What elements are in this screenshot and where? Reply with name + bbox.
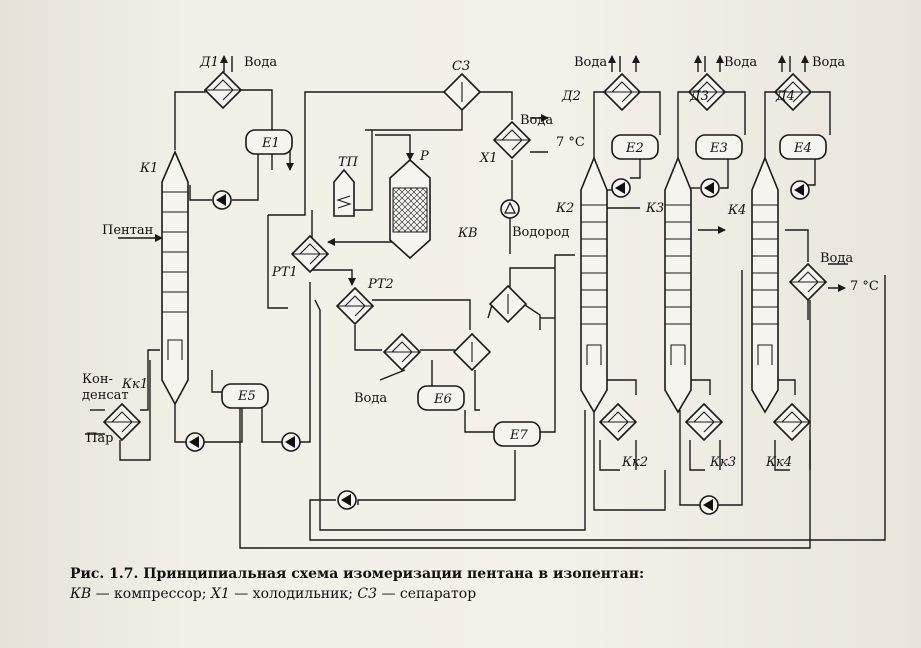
cooler-x1 [492, 120, 532, 160]
caption-x1-abbr: Х1 [210, 586, 230, 602]
column-k2 [580, 155, 608, 414]
label-t7-k4: 7 °С [850, 279, 879, 294]
label-k3: К3 [645, 201, 664, 216]
reboiler-kk2 [598, 402, 638, 442]
label-e2: Е2 [625, 141, 644, 156]
pump-k4 [790, 180, 810, 200]
heat-exchanger-k4-cooler [788, 262, 828, 302]
label-k2: К2 [555, 201, 574, 216]
vessel-e7 [493, 421, 541, 447]
heat-exchanger-rt2 [335, 286, 375, 326]
caption-c3-abbr: С3 [357, 586, 378, 602]
caption-kv-text: — компрессор; [91, 586, 211, 602]
label-voda-x1: Вода [520, 113, 553, 128]
separator-middle [452, 332, 492, 372]
equipment [102, 70, 828, 515]
label-e3: Е3 [709, 141, 728, 156]
heat-exchanger-d2 [602, 72, 642, 112]
vessel-e2 [611, 134, 659, 160]
label-d3: Д3 [689, 89, 709, 104]
pump-e5 [281, 432, 301, 452]
caption-legend: КВ — компрессор; Х1 — холодильник; С3 — … [70, 586, 830, 602]
column-k3 [664, 155, 692, 414]
label-e4: Е4 [793, 141, 812, 156]
pump-e7 [337, 490, 357, 510]
label-t7-x1: 7 °С [556, 135, 585, 150]
label-d1: Д1 [199, 55, 219, 70]
reboiler-kk1 [102, 402, 142, 442]
label-voda-cooler: Вода [354, 391, 387, 406]
caption-c3-text: — сепаратор [377, 586, 477, 602]
caption-x1-text: — холодильник; [229, 586, 358, 602]
furnace-tp [333, 168, 355, 217]
compressor-kv [500, 199, 520, 219]
label-voda-d4: Вода [812, 55, 845, 70]
label-e1: Е1 [261, 136, 280, 151]
figure-caption: Рис. 1.7. Принципиальная схема изомериза… [70, 566, 830, 602]
vessel-e3 [695, 134, 743, 160]
vessel-e4 [779, 134, 827, 160]
label-k4: К4 [727, 203, 746, 218]
heat-exchanger-d3 [687, 72, 727, 112]
heat-exchanger-d4 [773, 72, 813, 112]
reboiler-kk3 [684, 402, 724, 442]
label-kv: КВ [457, 226, 478, 241]
label-kk1: Кк1 [121, 377, 148, 392]
label-pentan: Пентан [102, 223, 153, 238]
label-k1: К1 [139, 161, 158, 176]
label-kk4: Кк4 [765, 455, 792, 470]
labels: Д1 Вода С3 Е1 К1 ТП Р Вода 7 °С Х1 КВ Во… [82, 55, 879, 470]
label-voda-k4: Вода [820, 251, 853, 266]
label-d2: Д2 [561, 89, 581, 104]
label-rt2: РТ2 [367, 277, 394, 292]
reboiler-kk4 [772, 402, 812, 442]
heat-exchanger-d1 [203, 70, 243, 110]
label-e5: Е5 [237, 389, 256, 404]
label-voda-d3: Вода [724, 55, 757, 70]
label-d4: Д4 [775, 89, 795, 104]
label-kk3: Кк3 [709, 455, 736, 470]
caption-title: Рис. 1.7. Принципиальная схема изомериза… [70, 566, 645, 582]
pump-k1-bottom [185, 432, 205, 452]
label-vodorod: Водород [512, 225, 569, 240]
column-k4 [751, 155, 779, 414]
pump-k1-reflux [212, 190, 232, 210]
separator-c3 [442, 72, 482, 112]
label-kk2: Кк2 [621, 455, 648, 470]
vessel-e6 [417, 385, 465, 411]
label-c3: С3 [452, 59, 470, 74]
label-voda-d2: Вода [574, 55, 607, 70]
piping [85, 55, 886, 549]
column-k1 [161, 149, 189, 406]
process-flow-diagram: Д1 Вода С3 Е1 К1 ТП Р Вода 7 °С Х1 КВ Во… [82, 55, 886, 549]
caption-kv-abbr: КВ [70, 586, 92, 602]
label-voda-d1: Вода [244, 55, 277, 70]
cooler-water [382, 332, 422, 372]
label-e7: Е7 [509, 428, 528, 443]
vessel-e1 [245, 129, 293, 155]
pump-k3-bottom [699, 495, 719, 515]
heat-exchanger-rt1 [290, 234, 330, 274]
vessel-e5 [221, 383, 269, 409]
label-densat: денсат [82, 388, 129, 403]
label-x1: Х1 [479, 151, 498, 166]
label-kon: Кон- [82, 372, 113, 387]
label-p: Р [419, 149, 429, 164]
reactor-p [389, 158, 431, 260]
label-tp: ТП [338, 155, 359, 170]
label-par: Пар [86, 431, 113, 446]
pump-k3 [700, 178, 720, 198]
label-e6: Е6 [433, 392, 452, 407]
pump-k2 [611, 178, 631, 198]
label-rt1: РТ1 [271, 265, 298, 280]
separator-upper [488, 284, 528, 324]
